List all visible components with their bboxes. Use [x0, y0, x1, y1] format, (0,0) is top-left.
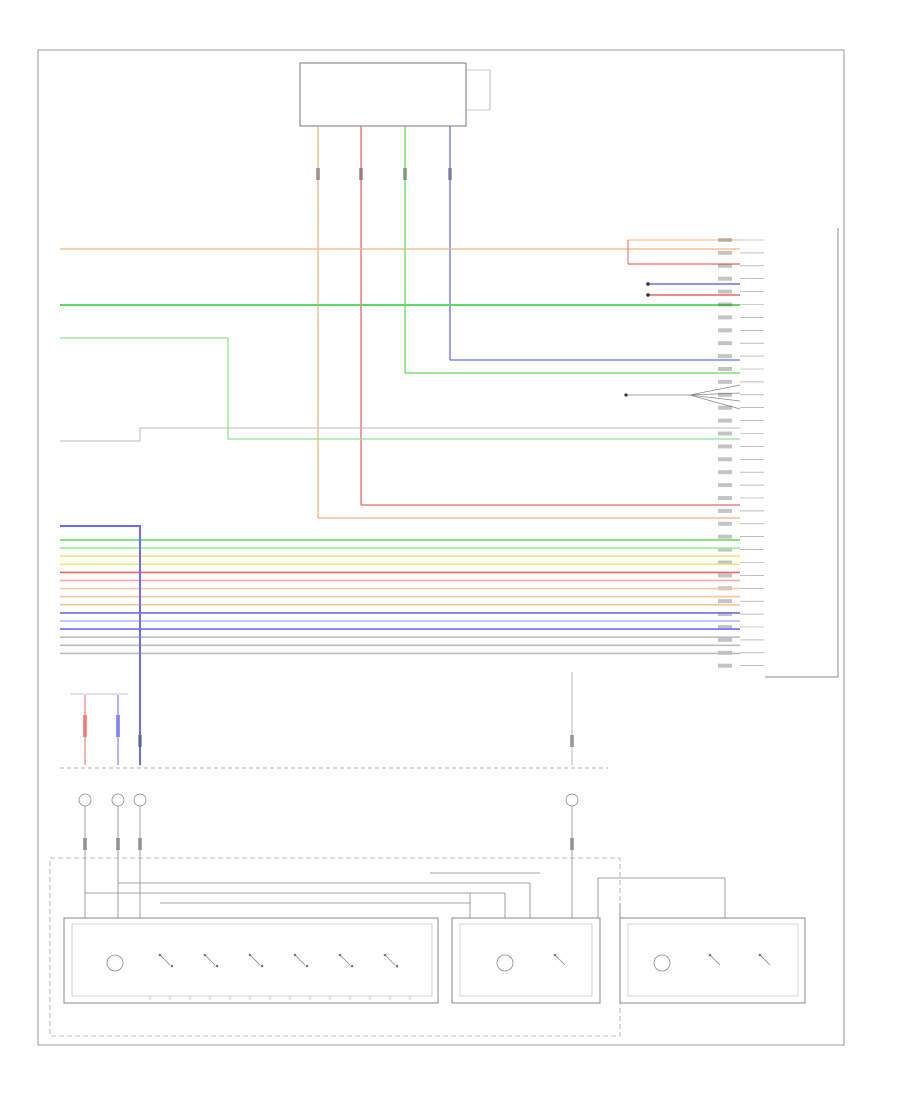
- right-pin-tag: [718, 547, 732, 552]
- right-pin-tag: [718, 315, 732, 320]
- right-pin-tag: [718, 289, 732, 294]
- outer-frame: [37, 49, 845, 1046]
- right-pin-tag: [718, 612, 732, 617]
- right-pin-tag: [718, 573, 732, 578]
- right-connector: [765, 228, 839, 678]
- right-pin-tag: [718, 341, 732, 346]
- right-pin-tag: [718, 354, 732, 359]
- right-pin-tag: [718, 444, 732, 449]
- switch-group-center: [451, 917, 601, 1004]
- right-pin-tag: [718, 637, 732, 642]
- switch-contact: [249, 954, 261, 966]
- right-pin-tag: [718, 379, 732, 384]
- switch-terminal: [305, 964, 309, 968]
- right-pin-tag: [718, 560, 732, 565]
- wire-gray-step: [60, 427, 740, 442]
- switch-terminal: [260, 964, 264, 968]
- top-module-wire-tags: [316, 168, 452, 180]
- right-pin-tag: [718, 521, 732, 526]
- right-pin-tag: [718, 263, 732, 268]
- right-pin-tag: [718, 250, 732, 255]
- switch-terminal: [395, 964, 399, 968]
- right-pin-tag: [718, 328, 732, 333]
- switch-terminal: [383, 953, 387, 957]
- right-pin-tag: [718, 238, 732, 242]
- right-pin-tag: [718, 405, 732, 410]
- right-pin-tag: [718, 599, 732, 604]
- right-pin-tag: [718, 483, 732, 488]
- switch-terminal: [203, 953, 207, 957]
- switch-terminal: [158, 953, 162, 957]
- right-pin-tag: [718, 508, 732, 513]
- right-pin-tag: [718, 367, 732, 371]
- switch-terminal: [553, 953, 557, 957]
- right-pin-tag: [718, 302, 732, 307]
- right-connector-pins: [718, 238, 764, 668]
- switch-terminal: [350, 964, 354, 968]
- wire-bundle: [60, 539, 740, 655]
- switch-contact: [294, 954, 306, 966]
- right-pin-tag: [718, 534, 732, 539]
- switch-group-left: [63, 917, 439, 1004]
- wire-blue-down: [60, 525, 141, 765]
- switch-group-right: [619, 917, 806, 1004]
- right-pin-tag: [718, 496, 732, 500]
- right-pin-tag: [718, 392, 732, 397]
- inline-connectors: [78, 793, 579, 918]
- right-pin-tag: [718, 625, 732, 629]
- switch-terminal: [708, 953, 712, 957]
- top-module: [299, 62, 491, 127]
- switch-contact: [204, 954, 216, 966]
- switch-contact: [709, 954, 721, 966]
- switch-contact: [339, 954, 351, 966]
- right-pin-tag: [718, 663, 732, 668]
- right-pin-tag: [718, 431, 732, 436]
- switch-contacts: [149, 953, 771, 1000]
- right-pin-tag: [718, 276, 732, 281]
- left-connector: [70, 693, 574, 765]
- wire-lightgreen-step: [60, 337, 740, 440]
- switch-terminal: [248, 953, 252, 957]
- right-pin-tag: [718, 418, 732, 423]
- switch-contact: [554, 954, 566, 966]
- switch-contact: [384, 954, 396, 966]
- right-pin-tag: [718, 457, 732, 462]
- switch-terminal: [170, 964, 174, 968]
- switch-terminal: [215, 964, 219, 968]
- steering-bus-lines: [85, 872, 726, 918]
- right-pin-tag: [718, 470, 732, 475]
- switch-terminal: [338, 953, 342, 957]
- switch-terminal: [758, 953, 762, 957]
- switch-terminal: [293, 953, 297, 957]
- switch-contact: [159, 954, 171, 966]
- switch-contact: [759, 954, 771, 966]
- branch-upper-right: [624, 239, 741, 410]
